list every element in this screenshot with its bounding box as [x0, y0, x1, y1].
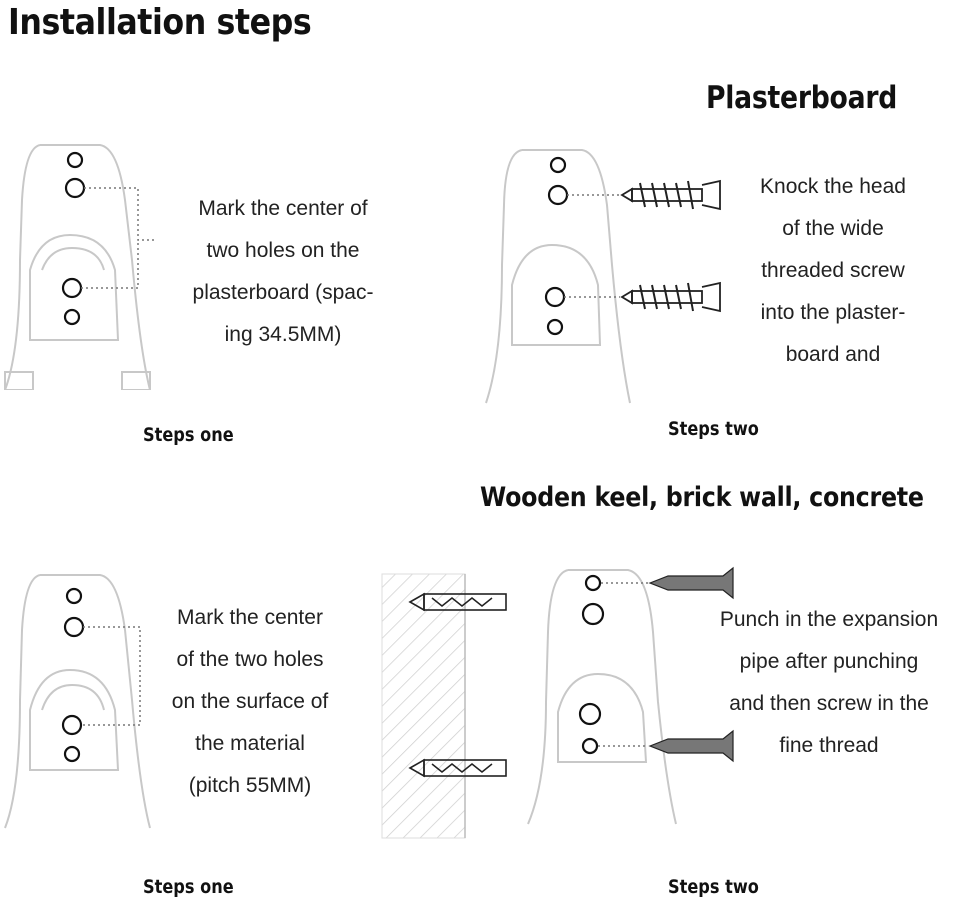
page-title: Installation steps [8, 2, 312, 43]
instruction-line: Mark the center [177, 606, 323, 629]
instruction-line: Punch in the expansion [719, 608, 939, 631]
instruction-plaster-step-one: Mark the center of two holes on the plas… [168, 188, 398, 356]
wood-screw-icon [648, 729, 734, 763]
mounting-hole [61, 714, 83, 736]
instruction-line: pipe after punching [739, 650, 919, 673]
instruction-plaster-step-two: Knock the head of the wide threaded scre… [738, 166, 928, 376]
section-heading-plasterboard: Plasterboard [706, 80, 898, 116]
instruction-line: plasterboard (spac- [192, 281, 374, 304]
instruction-line: of the two holes [176, 648, 324, 671]
mounting-hole [64, 177, 86, 199]
instruction-line: Mark the center of [198, 197, 368, 220]
step-caption-plaster-one: Steps one [143, 424, 234, 446]
mounting-hole [578, 702, 602, 726]
mounting-hole [63, 616, 85, 638]
instruction-line: ing 34.5MM) [224, 323, 342, 346]
instruction-line: into the plaster- [760, 301, 906, 324]
mounting-hole [546, 318, 564, 336]
mounting-hole [544, 286, 566, 308]
mounting-hole [581, 602, 605, 626]
instruction-line: on the surface of [171, 690, 329, 713]
mounting-hole [65, 587, 83, 605]
mounting-hole [61, 277, 83, 299]
instruction-line: (pitch 55MM) [188, 774, 312, 797]
drywall-anchor-icon [620, 179, 721, 211]
bracket-illustration-plaster-step-two [485, 149, 721, 404]
bracket-illustration-wood-step-one [4, 574, 151, 829]
mounting-hole [549, 156, 567, 174]
instruction-line: two holes on the [206, 239, 360, 262]
bracket-illustration-wood-step-two [527, 566, 734, 825]
step-caption-wood-one: Steps one [143, 876, 234, 898]
drywall-anchor-icon [620, 281, 721, 313]
instruction-line: and then screw in the [729, 692, 929, 715]
mounting-hole [581, 737, 599, 755]
expansion-anchor-icon [408, 592, 507, 612]
mounting-hole [584, 574, 602, 592]
step-caption-wood-two: Steps two [668, 876, 759, 898]
expansion-anchor-icon [408, 758, 507, 778]
section-heading-wood-brick-concrete: Wooden keel, brick wall, concrete [480, 482, 924, 513]
mounting-hole [66, 151, 84, 169]
instruction-wood-step-two: Punch in the expansion pipe after punchi… [694, 599, 961, 767]
instruction-wood-step-one: Mark the center of the two holes on the … [148, 597, 352, 807]
step-caption-plaster-two: Steps two [668, 418, 759, 440]
instruction-line: fine thread [779, 734, 879, 757]
wall-cross-section [381, 573, 507, 839]
instruction-line: board and [785, 343, 881, 366]
instruction-line: Knock the head [760, 175, 906, 198]
mounting-hole [547, 184, 569, 206]
instruction-line: the material [195, 732, 305, 755]
bracket-illustration-plaster-step-one [4, 144, 155, 390]
instruction-line: threaded screw [761, 259, 905, 282]
mounting-hole [63, 308, 81, 326]
instruction-line: of the wide [782, 217, 884, 240]
mounting-hole [63, 745, 81, 763]
wood-screw-icon [648, 566, 734, 600]
